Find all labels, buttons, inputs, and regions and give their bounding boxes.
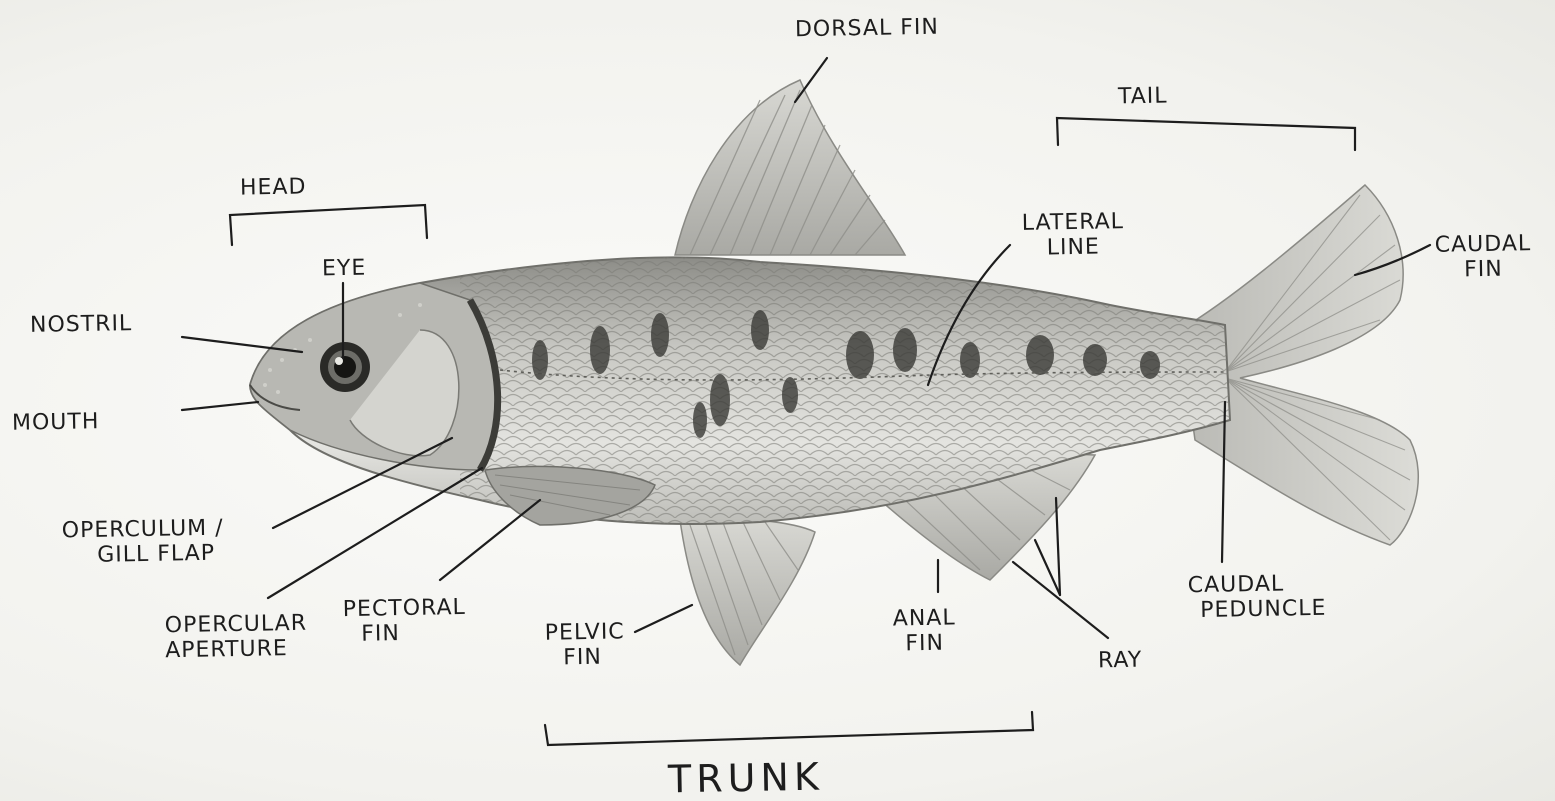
mouth-leader [182, 402, 258, 410]
label-mouth: MOUTH [12, 409, 100, 436]
label-trunk: TRUNK [668, 757, 824, 800]
ray-leader-3 [1056, 498, 1060, 595]
aperture-leader [268, 468, 482, 598]
label-pelvic-fin: PELVIC FIN [545, 619, 626, 670]
label-caudal-peduncle: CAUDAL PEDUNCLE [1188, 571, 1327, 623]
label-opercular-aperture-line1: OPERCULAR [165, 611, 308, 638]
pelvic-fin [680, 518, 815, 665]
trunk-bracket [545, 712, 1033, 745]
label-opercular-aperture-line2: APERTURE [165, 636, 308, 663]
label-caudal-fin-line2: FIN [1435, 256, 1532, 283]
label-operculum-line1: OPERCULUM / [62, 516, 224, 544]
pelvic-leader [635, 605, 692, 632]
label-caudal-peduncle-line2: PEDUNCLE [1188, 596, 1327, 623]
label-pectoral-fin: PECTORAL FIN [343, 595, 467, 647]
label-operculum: OPERCULUM / GILL FLAP [62, 516, 225, 569]
label-caudal-fin: CAUDAL FIN [1435, 231, 1532, 283]
label-caudal-peduncle-line1: CAUDAL [1188, 571, 1327, 598]
label-anal-fin-line1: ANAL [893, 605, 956, 631]
label-head: HEAD [240, 174, 307, 200]
label-ray: RAY [1098, 648, 1143, 674]
pectoral-leader [440, 500, 540, 580]
label-pectoral-fin-line2: FIN [343, 620, 466, 647]
label-eye: EYE [322, 256, 367, 282]
label-caudal-fin-line1: CAUDAL [1435, 231, 1532, 258]
label-dorsal-fin: DORSAL FIN [795, 15, 939, 43]
label-opercular-aperture: OPERCULAR APERTURE [165, 611, 308, 663]
label-lateral-line-line2: LINE [1022, 234, 1125, 261]
label-lateral-line: LATERAL LINE [1022, 209, 1125, 261]
label-nostril: NOSTRIL [30, 311, 133, 338]
fish-body [250, 240, 1240, 540]
label-lateral-line-line1: LATERAL [1022, 209, 1125, 236]
label-pectoral-fin-line1: PECTORAL [343, 595, 466, 622]
ray-leader-2 [1035, 540, 1060, 595]
label-tail: TAIL [1118, 84, 1168, 110]
eye [320, 342, 370, 392]
label-anal-fin: ANAL FIN [893, 605, 957, 656]
label-operculum-line2: GILL FLAP [62, 541, 224, 569]
label-anal-fin-line2: FIN [893, 630, 956, 656]
dorsal-fin [675, 80, 905, 255]
head-bracket [230, 205, 427, 245]
label-pelvic-fin-line2: FIN [545, 644, 625, 670]
label-pelvic-fin-line1: PELVIC [545, 619, 625, 645]
ray-leader-1 [1013, 562, 1108, 638]
tail-bracket [1057, 118, 1355, 150]
